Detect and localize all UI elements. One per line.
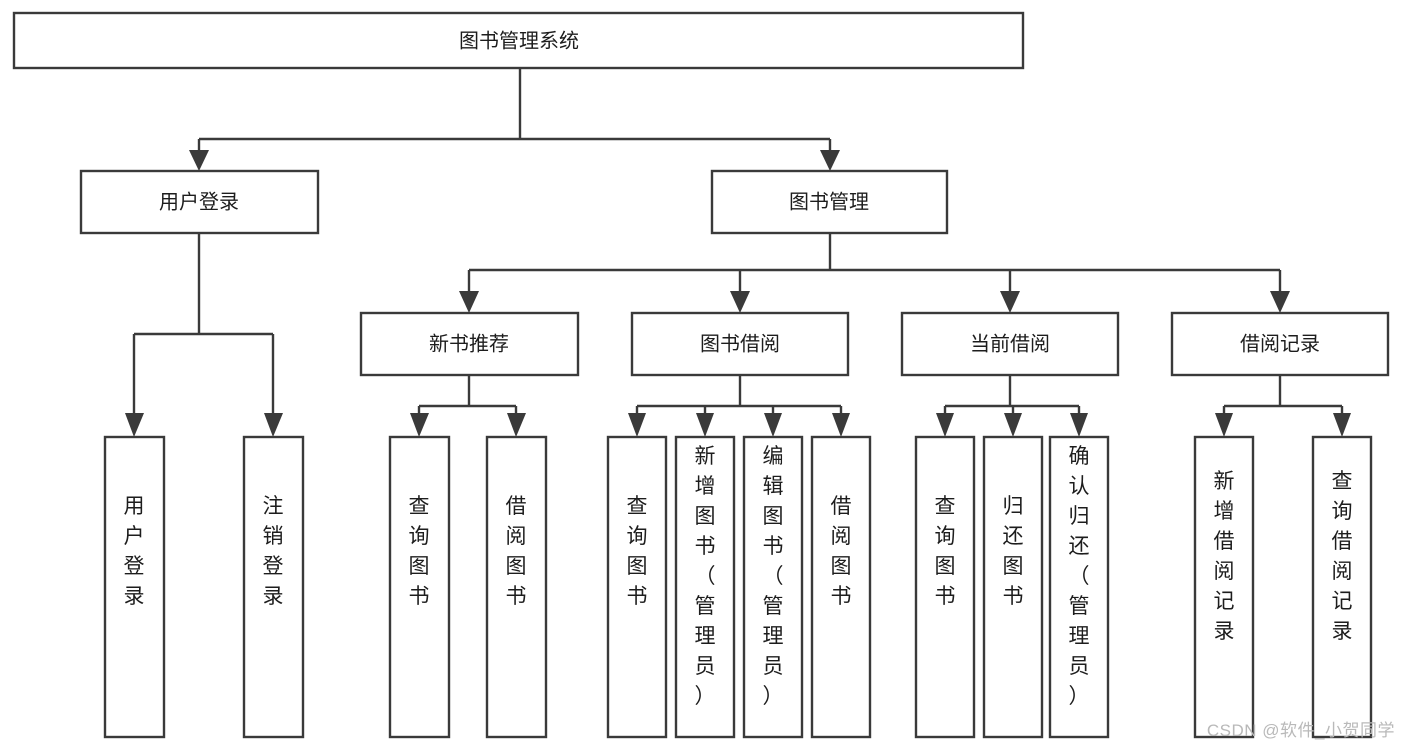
- node-borrow-record-box[interactable]: [1170, 311, 1390, 377]
- node-current-borrow-box[interactable]: [900, 311, 1120, 377]
- node-new-book-recommend[interactable]: 新书推荐: [359, 311, 580, 377]
- node-book-manage-label: 图书管理: [789, 190, 869, 213]
- node-leaf-logout[interactable]: 注销登录: [242, 435, 305, 739]
- node-leaf-query-record[interactable]: 查询借阅记录: [1311, 435, 1373, 739]
- node-root-system-label: 图书管理系统: [459, 29, 579, 52]
- node-leaf-borrow-book-1-label: 借阅图书: [506, 495, 527, 608]
- node-current-borrow[interactable]: 当前借阅: [900, 311, 1120, 377]
- node-leaf-query-book-2-box[interactable]: [606, 435, 668, 739]
- arrow-head-leaf-user-login: [125, 413, 144, 437]
- arrow-head-leaf-confirm-return: [1070, 413, 1088, 437]
- node-new-book-recommend-label: 新书推荐: [429, 332, 509, 355]
- arrow-head-new-book-recommend: [459, 291, 479, 313]
- arrow-head-leaf-edit-book: [764, 413, 782, 437]
- arrow-head-leaf-borrow-book-1: [507, 413, 526, 437]
- node-book-manage-box[interactable]: [710, 169, 949, 235]
- node-leaf-edit-book[interactable]: 编辑图书（管理员）: [742, 435, 804, 739]
- node-book-manage[interactable]: 图书管理: [710, 169, 949, 235]
- node-leaf-query-book-1[interactable]: 查询图书: [388, 435, 451, 739]
- arrow-head-leaf-logout: [264, 413, 283, 437]
- node-leaf-return-book[interactable]: 归还图书: [982, 435, 1044, 739]
- node-leaf-return-book-label: 归还图书: [1003, 495, 1024, 608]
- arrow-head-book-manage: [820, 150, 840, 171]
- node-user-login-box[interactable]: [79, 169, 320, 235]
- node-book-borrow[interactable]: 图书借阅: [630, 311, 850, 377]
- node-leaf-add-book-box[interactable]: [674, 435, 736, 739]
- node-leaf-query-book-2[interactable]: 查询图书: [606, 435, 668, 739]
- node-leaf-edit-book-box[interactable]: [742, 435, 804, 739]
- node-leaf-query-book-1-box[interactable]: [388, 435, 451, 739]
- node-borrow-record[interactable]: 借阅记录: [1170, 311, 1390, 377]
- arrow-head-book-borrow: [730, 291, 750, 313]
- arrow-head-leaf-query-book-2: [628, 413, 646, 437]
- node-leaf-confirm-return[interactable]: 确认归还（管理员）: [1048, 435, 1110, 739]
- arrow-head-leaf-add-record: [1215, 413, 1233, 437]
- node-leaf-borrow-book-2-label: 借阅图书: [831, 495, 852, 608]
- node-leaf-add-book[interactable]: 新增图书（管理员）: [674, 435, 736, 739]
- node-book-borrow-label: 图书借阅: [700, 332, 780, 355]
- node-user-login-label: 用户登录: [159, 190, 239, 213]
- node-leaf-query-book-3[interactable]: 查询图书: [914, 435, 976, 739]
- arrow-head-current-borrow: [1000, 291, 1020, 313]
- node-leaf-user-login[interactable]: 用户登录: [103, 435, 166, 739]
- arrow-head-leaf-borrow-book-2: [832, 413, 850, 437]
- node-leaf-confirm-return-box[interactable]: [1048, 435, 1110, 739]
- node-leaf-borrow-book-1[interactable]: 借阅图书: [485, 435, 548, 739]
- arrow-head-user-login: [189, 150, 209, 171]
- arrow-head-leaf-query-record: [1333, 413, 1351, 437]
- node-leaf-add-record[interactable]: 新增借阅记录: [1193, 435, 1255, 739]
- node-leaf-query-record-box[interactable]: [1311, 435, 1373, 739]
- node-leaf-borrow-book-1-box[interactable]: [485, 435, 548, 739]
- node-leaf-user-login-label: 用户登录: [124, 495, 145, 608]
- node-leaf-add-book-label: 新增图书（管理员）: [695, 445, 716, 708]
- node-leaf-add-record-label: 新增借阅记录: [1214, 470, 1235, 643]
- connector-layer: [125, 68, 1351, 437]
- node-current-borrow-label: 当前借阅: [970, 332, 1050, 355]
- node-root-system-box[interactable]: [12, 11, 1025, 70]
- node-leaf-edit-book-label: 编辑图书（管理员）: [763, 445, 784, 708]
- node-leaf-logout-box[interactable]: [242, 435, 305, 739]
- node-leaf-borrow-book-2[interactable]: 借阅图书: [810, 435, 872, 739]
- node-leaf-query-book-3-label: 查询图书: [935, 495, 956, 608]
- node-leaf-return-book-box[interactable]: [982, 435, 1044, 739]
- node-book-borrow-box[interactable]: [630, 311, 850, 377]
- node-user-login[interactable]: 用户登录: [79, 169, 320, 235]
- node-leaf-query-record-label: 查询借阅记录: [1332, 470, 1353, 643]
- node-leaf-add-record-box[interactable]: [1193, 435, 1255, 739]
- arrow-head-leaf-query-book-3: [936, 413, 954, 437]
- arrow-head-leaf-query-book-1: [410, 413, 429, 437]
- node-leaf-user-login-box[interactable]: [103, 435, 166, 739]
- node-leaf-borrow-book-2-box[interactable]: [810, 435, 872, 739]
- node-borrow-record-label: 借阅记录: [1240, 332, 1320, 355]
- node-new-book-recommend-box[interactable]: [359, 311, 580, 377]
- node-leaf-confirm-return-label: 确认归还（管理员）: [1069, 445, 1090, 708]
- node-leaf-query-book-2-label: 查询图书: [627, 495, 648, 608]
- leaf-layer: 用户登录 注销登录 查询图书 借阅图书 查询图书 新增图书（管理员） 编辑图书（…: [103, 435, 1373, 739]
- arrow-head-leaf-add-book: [696, 413, 714, 437]
- arrow-head-borrow-record: [1270, 291, 1290, 313]
- node-leaf-logout-label: 注销登录: [263, 495, 284, 608]
- node-leaf-query-book-3-box[interactable]: [914, 435, 976, 739]
- node-leaf-query-book-1-label: 查询图书: [409, 495, 430, 608]
- node-root-system[interactable]: 图书管理系统: [12, 11, 1025, 70]
- arrow-head-leaf-return-book: [1004, 413, 1022, 437]
